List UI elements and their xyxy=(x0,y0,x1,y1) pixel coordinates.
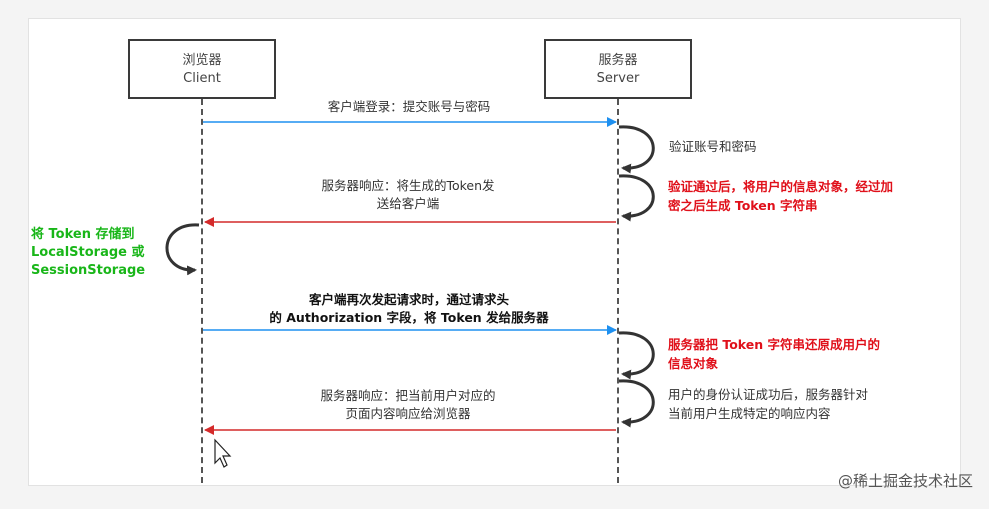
token-response-line1: 服务器响应：将生成的Token发 xyxy=(321,178,495,193)
client-actor-box: 浏览器 Client xyxy=(128,39,276,99)
authorized-request-line2: 的 Authorization 字段，将 Token 发给服务器 xyxy=(269,310,549,325)
auth-loop xyxy=(618,379,655,428)
login-message: 客户端登录：提交账号与密码 xyxy=(327,99,491,114)
client-actor-name: 浏览器 xyxy=(182,53,222,68)
sequence-diagram: 浏览器 Client 服务器 Server xyxy=(28,18,961,486)
token-response-message: 服务器响应：将生成的Token发 送给客户端 xyxy=(243,177,573,213)
generate-token-line1: 验证通过后，将用户的信息对象，经过加 xyxy=(668,179,894,194)
generate-token-line2: 密之后生成 Token 字符串 xyxy=(668,198,818,213)
mouse-cursor-icon xyxy=(214,438,232,468)
store-token-line1: 将 Token 存储到 xyxy=(31,227,135,242)
server-lifeline xyxy=(617,99,619,483)
generate-token-note: 验证通过后，将用户的信息对象，经过加 密之后生成 Token 字符串 xyxy=(668,177,893,215)
generate-loop xyxy=(618,174,655,222)
page-response-line1: 服务器响应：把当前用户对应的 xyxy=(320,388,496,403)
page-response-message: 服务器响应：把当前用户对应的 页面内容响应给浏览器 xyxy=(243,387,573,423)
server-actor-box: 服务器 Server xyxy=(544,39,692,99)
client-lifeline xyxy=(201,99,203,483)
auth-success-line2: 当前用户生成特定的响应内容 xyxy=(668,406,831,421)
auth-success-note: 用户的身份认证成功后，服务器针对 当前用户生成特定的响应内容 xyxy=(668,385,868,423)
arrows-layer xyxy=(165,117,655,468)
authorized-request-message: 客户端再次发起请求时，通过请求头 的 Authorization 字段，将 To… xyxy=(203,291,615,327)
server-actor-name: 服务器 xyxy=(598,53,638,68)
restore-user-line2: 信息对象 xyxy=(668,356,719,371)
store-token-loop xyxy=(165,223,200,276)
restore-loop xyxy=(618,331,655,380)
verify-note: 验证账号和密码 xyxy=(669,139,757,154)
auth-success-line1: 用户的身份认证成功后，服务器针对 xyxy=(668,387,869,402)
watermark: @稀土掘金技术社区 xyxy=(837,472,973,490)
verify-loop xyxy=(618,125,655,174)
restore-user-line1: 服务器把 Token 字符串还原成用户的 xyxy=(668,337,881,352)
store-token-line2: LocalStorage 或 xyxy=(31,245,145,260)
authorized-request-line1: 客户端再次发起请求时，通过请求头 xyxy=(308,292,509,307)
server-actor-sub: Server xyxy=(596,71,640,86)
client-actor-sub: Client xyxy=(183,71,221,86)
store-token-line3: SessionStorage xyxy=(31,263,146,278)
store-token-note: 将 Token 存储到 LocalStorage 或 SessionStorag… xyxy=(31,226,145,280)
restore-user-note: 服务器把 Token 字符串还原成用户的 信息对象 xyxy=(668,335,880,373)
page-response-line2: 页面内容响应给浏览器 xyxy=(345,406,471,421)
token-response-line2: 送给客户端 xyxy=(376,196,440,211)
